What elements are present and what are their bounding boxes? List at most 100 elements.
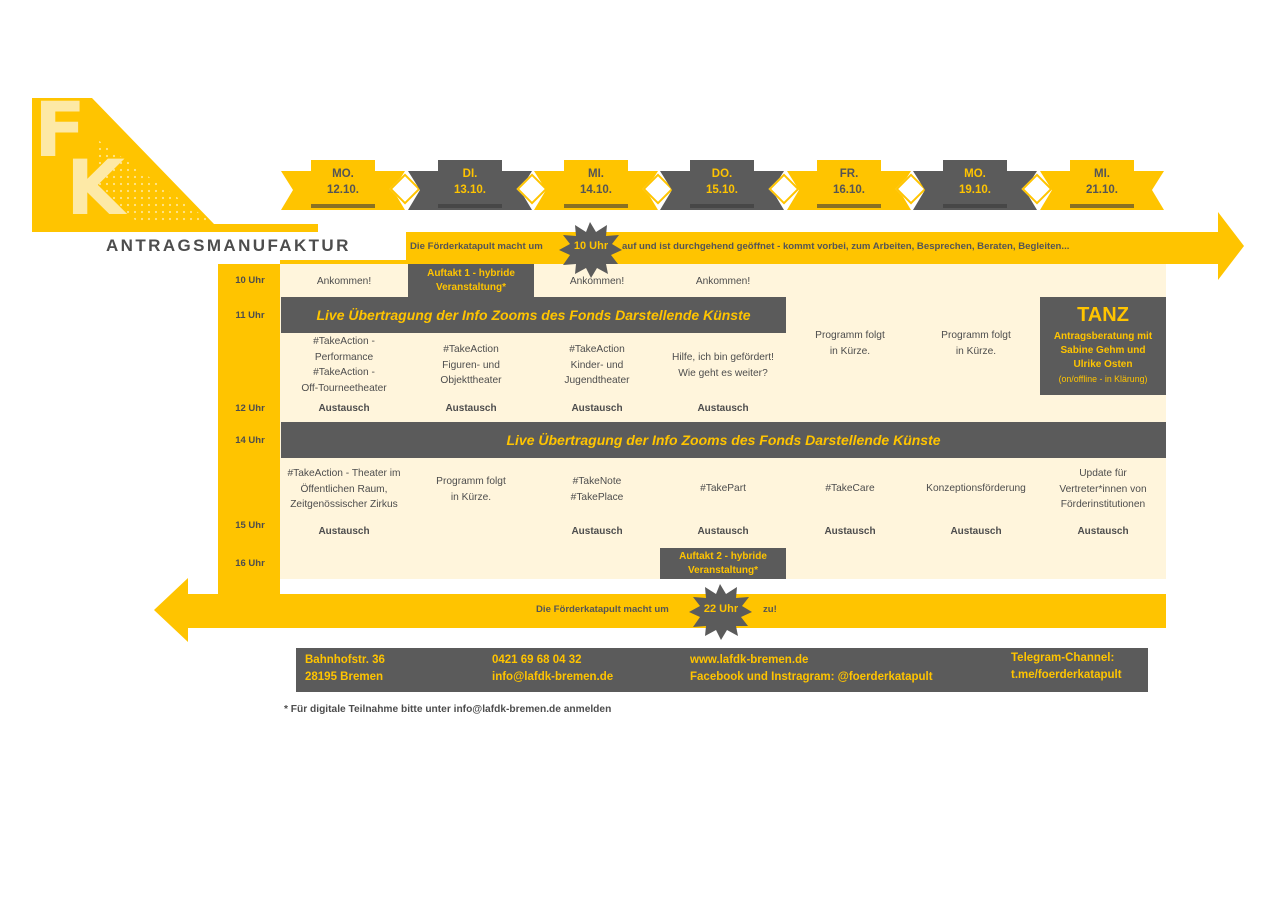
row14-mi-line: #TakePlace bbox=[570, 491, 624, 503]
day-ribbon-shape bbox=[913, 160, 1037, 210]
footer-email-link[interactable]: info@lafdk-bremen.de bbox=[492, 671, 614, 683]
footer-address-line-1: Bahnhofstr. 36 bbox=[305, 654, 385, 666]
star-bottom bbox=[689, 584, 752, 640]
logo-subtitle: ANTRAGSMANUFAKTUR bbox=[106, 236, 351, 255]
row11-di: #TakeAction Figuren- und Objekttheater bbox=[408, 342, 534, 389]
day-ribbon-shape bbox=[1040, 160, 1164, 210]
row11-mo-line: Off-Tourneetheater bbox=[301, 382, 387, 394]
row14-mi: #TakeNote #TakePlace bbox=[534, 474, 660, 505]
row10-mi: Ankommen! bbox=[569, 276, 625, 287]
row14-mi2: Update für Vertreter*innen von Förderins… bbox=[1040, 466, 1166, 513]
austausch-15-fr: Austausch bbox=[824, 526, 876, 537]
row10-mo: Ankommen! bbox=[316, 276, 372, 287]
day-ribbon-shape bbox=[787, 160, 911, 210]
day-weekday: DO. bbox=[711, 168, 733, 180]
day-ribbon: MI.14.10. bbox=[534, 160, 658, 210]
time-column bbox=[218, 264, 280, 579]
live-broadcast-1: Live Übertragung der Info Zooms des Fond… bbox=[281, 297, 786, 333]
footer-telegram: Telegram-Channel: t.me/foerderkatapult bbox=[1011, 650, 1122, 684]
day-ribbon: DI.13.10. bbox=[408, 160, 532, 210]
row11-do-line: Hilfe, ich bin gefördert! bbox=[672, 352, 774, 363]
day-date: 13.10. bbox=[454, 184, 486, 196]
time-label-11: 11 Uhr bbox=[235, 310, 265, 321]
day-date: 12.10. bbox=[327, 184, 359, 196]
austausch-15-mi2: Austausch bbox=[1077, 526, 1129, 537]
auftakt-1-box: Auftakt 1 - hybride Veranstaltung* bbox=[408, 264, 534, 297]
day-ribbon: MO. 12.10. bbox=[281, 160, 405, 210]
austausch-15-mo: Austausch bbox=[318, 526, 370, 537]
row11-di-line: #TakeAction bbox=[443, 344, 499, 355]
tanz-line-1: Antragsberatung mit bbox=[1053, 331, 1153, 342]
day-weekday: MO. bbox=[332, 168, 354, 180]
day-ribbon: MI.21.10. bbox=[1040, 160, 1164, 210]
day-date: 14.10. bbox=[580, 184, 612, 196]
row11-mo-line: Performance bbox=[314, 351, 374, 363]
tanz-line-4: (on/offline - in Klärung) bbox=[1058, 374, 1148, 384]
row14-di-line: Programm folgt bbox=[436, 476, 506, 487]
row11-mo2-line: in Kürze. bbox=[955, 345, 997, 357]
banner-top-star-label: 10 Uhr bbox=[573, 240, 609, 252]
row14-mo-line: Öffentlichen Raum, bbox=[300, 483, 388, 495]
day-weekday: MO. bbox=[964, 168, 986, 180]
row11-do: Hilfe, ich bin gefördert! Wie geht es we… bbox=[660, 350, 786, 381]
austausch-12-mi: Austausch bbox=[571, 403, 623, 414]
row11-mi-line: Kinder- und bbox=[570, 359, 624, 371]
footer-telegram-label: Telegram-Channel: bbox=[1011, 652, 1115, 664]
day-weekday: MI. bbox=[1094, 168, 1110, 180]
row14-mi2-line: Förderinstitutionen bbox=[1060, 499, 1146, 510]
row11-fr-line: in Kürze. bbox=[829, 345, 871, 357]
time-label-12: 12 Uhr bbox=[235, 403, 265, 414]
row14-di: Programm folgt in Kürze. bbox=[408, 474, 534, 505]
auftakt-2-label: Auftakt 2 - hybride Veranstaltung* bbox=[679, 551, 767, 576]
row11-mo-line: #TakeAction - bbox=[313, 367, 375, 378]
day-ribbon: FR.16.10. bbox=[787, 160, 911, 210]
row14-mi-line: #TakeNote bbox=[572, 476, 622, 487]
footer-social: Facebook und Instragram: @foerderkatapul… bbox=[690, 671, 933, 683]
row14-fr: #TakeCare bbox=[825, 483, 875, 494]
tanz-box: TANZ Antragsberatung mit Sabine Gehm und… bbox=[1040, 297, 1166, 395]
row11-fr: Programm folgt in Kürze. bbox=[787, 328, 913, 359]
day-ribbon: MO. 19.10. bbox=[913, 160, 1037, 210]
row11-mo2-line: Programm folgt bbox=[941, 330, 1011, 341]
row14-mo: #TakeAction - Theater im Öffentlichen Ra… bbox=[281, 466, 407, 513]
row11-mi: #TakeAction Kinder- und Jugendtheater bbox=[534, 342, 660, 389]
banner-bottom-star-label: 22 Uhr bbox=[703, 603, 739, 615]
time-label-15: 15 Uhr bbox=[235, 520, 265, 531]
auftakt-1-label: Auftakt 1 - hybride Veranstaltung* bbox=[427, 268, 515, 293]
austausch-15-do: Austausch bbox=[697, 526, 749, 537]
row11-di-line: Objekttheater bbox=[440, 375, 502, 386]
banner-bottom-text-after: zu! bbox=[763, 604, 777, 615]
row11-di-line: Figuren- und bbox=[442, 359, 500, 371]
banner-bottom-text-before: Die Förderkatapult macht um bbox=[536, 604, 669, 615]
austausch-15-mi: Austausch bbox=[571, 526, 623, 537]
row11-mo2: Programm folgt in Kürze. bbox=[913, 328, 1039, 359]
day-weekday: FR. bbox=[839, 168, 859, 180]
row14-mo-line: #TakeAction - Theater im bbox=[287, 468, 401, 479]
contact-footer: Bahnhofstr. 36 28195 Bremen 0421 69 68 0… bbox=[296, 648, 1148, 692]
row11-mi-line: #TakeAction bbox=[569, 344, 625, 355]
day-ribbon-shape bbox=[408, 160, 532, 210]
footnote: * Für digitale Teilnahme bitte unter inf… bbox=[284, 704, 612, 715]
logo-letter-f: F bbox=[34, 85, 86, 174]
footer-telegram-link[interactable]: t.me/foerderkatapult bbox=[1011, 669, 1122, 681]
row14-mo-line: Zeitgenössischer Zirkus bbox=[290, 499, 398, 510]
day-ribbon: DO.15.10. bbox=[660, 160, 784, 210]
austausch-15-mo2: Austausch bbox=[950, 526, 1002, 537]
day-ribbon-shape bbox=[534, 160, 658, 210]
row11-mo: #TakeAction - Performance #TakeAction - … bbox=[281, 334, 407, 396]
time-label-14: 14 Uhr bbox=[235, 435, 265, 446]
footer-website-link[interactable]: www.lafdk-bremen.de bbox=[690, 654, 809, 666]
row14-mo2: Konzeptionsförderung bbox=[926, 483, 1026, 494]
tanz-line-2: Sabine Gehm und bbox=[1060, 345, 1146, 356]
footer-address-line-2: 28195 Bremen bbox=[305, 671, 383, 683]
logo-wedge bbox=[32, 98, 318, 232]
row14-mi2-line: Vertreter*innen von bbox=[1059, 483, 1147, 495]
footer-address: Bahnhofstr. 36 28195 Bremen bbox=[305, 652, 385, 686]
logo-letter-k: K bbox=[66, 143, 125, 232]
row11-do-line: Wie geht es weiter? bbox=[678, 367, 768, 379]
austausch-12-di: Austausch bbox=[445, 403, 497, 414]
austausch-12-mo: Austausch bbox=[318, 403, 370, 414]
star-top bbox=[559, 222, 622, 278]
day-date: 19.10. bbox=[959, 184, 991, 196]
row14-mi2-line: Update für bbox=[1079, 468, 1127, 479]
